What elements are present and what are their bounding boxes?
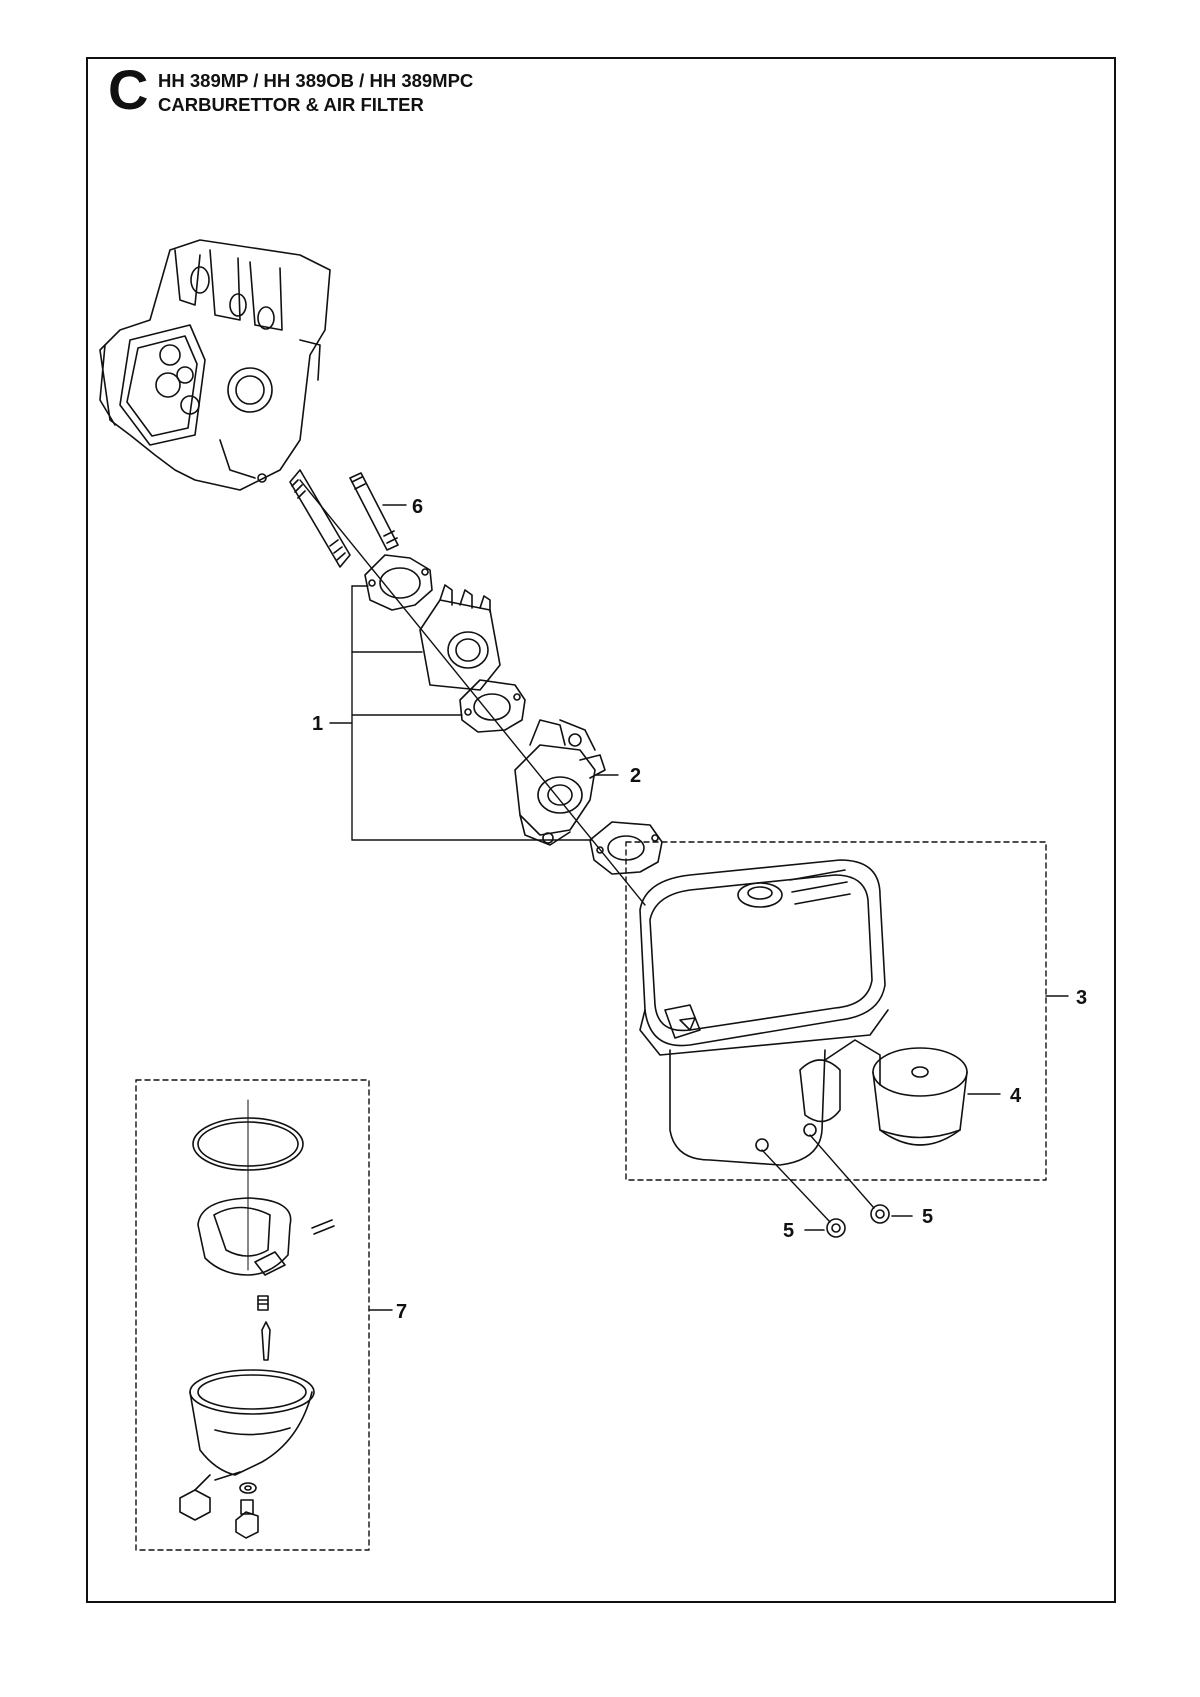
- diagram-title: CARBURETTOR & AIR FILTER: [158, 94, 424, 115]
- callout-6: 6: [412, 496, 424, 518]
- intake-gasket-middle: [459, 679, 526, 733]
- float-bowl-kit-parts: [179, 1099, 335, 1539]
- float-bowl-kit-box: [135, 1079, 370, 1551]
- callout-1-bracket: [329, 585, 593, 841]
- air-filter-gasket: [589, 821, 663, 875]
- model-numbers: HH 389MP / HH 389OB / HH 389MPC: [158, 70, 474, 91]
- stud-bolts: [289, 469, 399, 568]
- section-letter: C: [108, 58, 149, 121]
- air-filter-assembly-box: [625, 841, 1047, 1181]
- filter-element-illustration: [872, 1047, 968, 1146]
- callout-5-left: 5: [783, 1220, 795, 1242]
- callout-1: 1: [312, 713, 324, 735]
- flange-nuts: [761, 1134, 913, 1238]
- carburettor-insulator: [419, 584, 501, 691]
- explode-axis-line: [299, 479, 646, 906]
- callout-3: 3: [1076, 987, 1088, 1009]
- engine-block-illustration: [99, 239, 331, 491]
- callout-2: 2: [630, 765, 642, 787]
- callout-4: 4: [1010, 1085, 1022, 1107]
- intake-gasket-upper: [364, 554, 433, 611]
- air-filter-housing: [639, 859, 889, 1166]
- page-frame: [86, 57, 1116, 1603]
- callout-7: 7: [396, 1301, 408, 1323]
- callout-5-right: 5: [922, 1206, 934, 1228]
- carburettor-illustration: [514, 719, 606, 846]
